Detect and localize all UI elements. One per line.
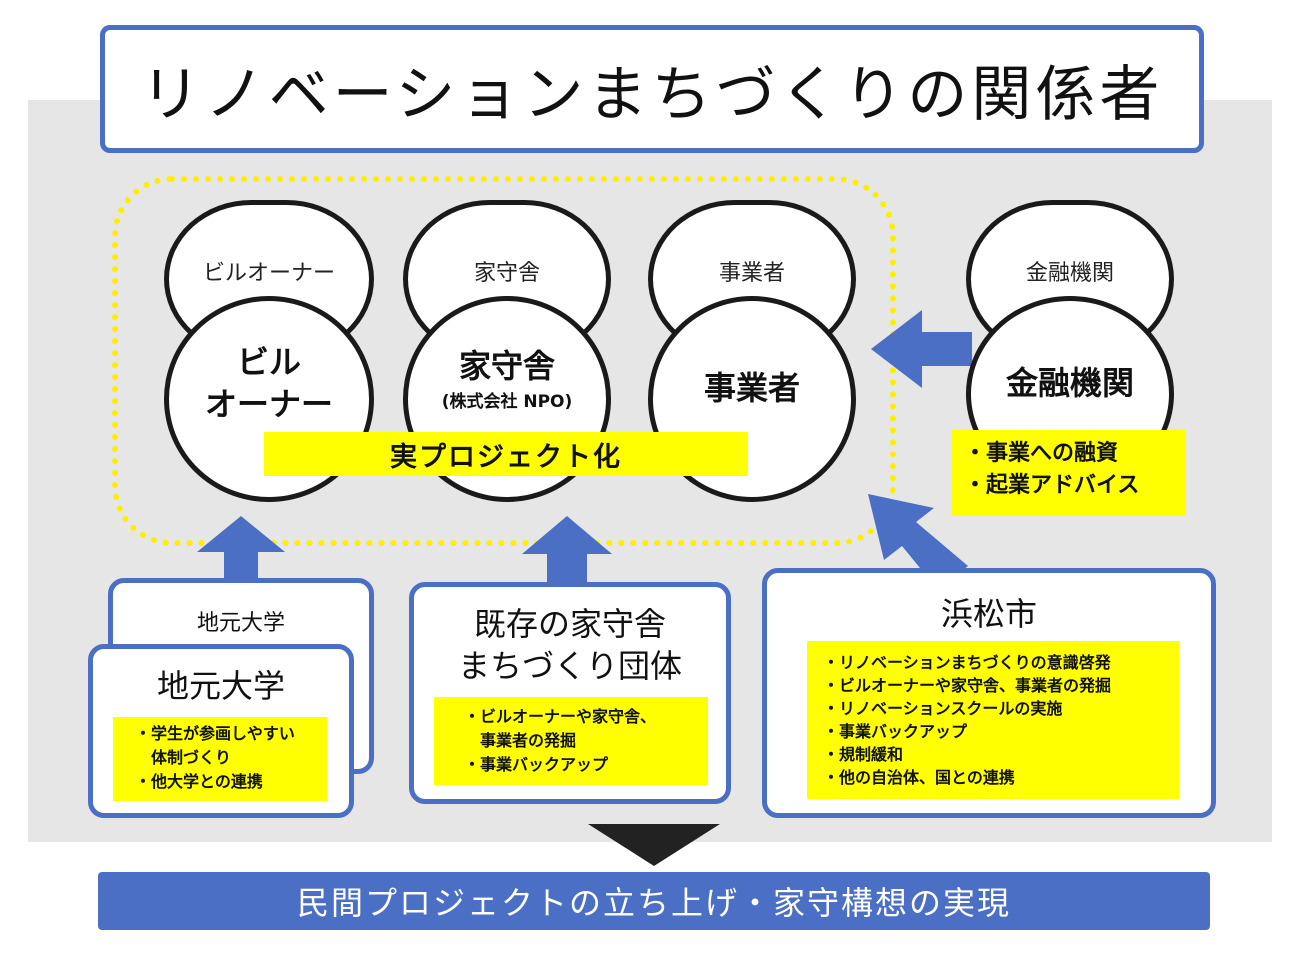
arrow-diagonal-city bbox=[868, 494, 968, 590]
page-title: リノベーションまちづくりの関係者 bbox=[140, 59, 1164, 130]
title-box: リノベーションまちづくりの関係者 bbox=[100, 25, 1204, 153]
city-note-item: ・他の自治体、国との連携 bbox=[823, 768, 1015, 787]
finance-note-item: ・起業アドバイス bbox=[964, 473, 1140, 498]
city-note-item: ・ビルオーナーや家守舎、事業者の発掘 bbox=[823, 676, 1112, 695]
existing-notes-list: ・ビルオーナーや家守舎、 事業者の発掘 ・事業バックアップ bbox=[464, 705, 708, 777]
finance-notes-box: ・事業への融資 ・起業アドバイス bbox=[952, 430, 1186, 516]
project-banner: 実プロジェクト化 bbox=[264, 432, 748, 476]
existing-notes-box: ・ビルオーナーや家守舎、 事業者の発掘 ・事業バックアップ bbox=[434, 697, 708, 785]
city-note-item: ・規制緩和 bbox=[823, 745, 904, 764]
finance-back-label: 金融機関 bbox=[1025, 261, 1114, 286]
existing-groups-title-line1: 既存の家守舎 bbox=[473, 605, 666, 643]
city-note-item: ・リノベーションまちづくりの意識啓発 bbox=[823, 653, 1111, 672]
finance-notes-list: ・事業への融資 ・起業アドバイス bbox=[964, 438, 1186, 502]
result-banner-label: 民間プロジェクトの立ち上げ・家守構想の実現 bbox=[296, 884, 1011, 922]
yamori-sub-label: (株式会社 NPO) bbox=[441, 392, 573, 413]
building-owner-back-label: ビルオーナー bbox=[202, 261, 335, 286]
existing-groups-title-line2: まちづくり団体 bbox=[457, 647, 682, 685]
university-note-item: 体制づくり bbox=[135, 748, 232, 767]
existing-note-item: 事業者の発掘 bbox=[464, 731, 577, 750]
arrow-up-university bbox=[197, 516, 285, 578]
university-notes-box: ・学生が参画しやすい 体制づくり ・他大学との連携 bbox=[113, 717, 327, 801]
business-label: 事業者 bbox=[703, 369, 800, 408]
city-note-item: ・リノベーションスクールの実施 bbox=[823, 699, 1063, 718]
building-owner-line2: オーナー bbox=[204, 385, 333, 423]
university-card: 地元大学 ・学生が参画しやすい 体制づくり ・他大学との連携 bbox=[88, 644, 354, 818]
arrow-left-finance bbox=[871, 310, 972, 388]
university-note-item: ・学生が参画しやすい bbox=[135, 724, 295, 743]
university-back-title: 地元大学 bbox=[196, 611, 285, 636]
existing-note-item: ・事業バックアップ bbox=[464, 755, 609, 774]
result-banner: 民間プロジェクトの立ち上げ・家守構想の実現 bbox=[98, 872, 1210, 930]
city-title: 浜松市 bbox=[940, 595, 1037, 633]
city-notes-list: ・リノベーションまちづくりの意識啓発 ・ビルオーナーや家守舎、事業者の発掘 ・リ… bbox=[823, 651, 1179, 789]
arrow-down-result bbox=[588, 824, 720, 866]
project-banner-label: 実プロジェクト化 bbox=[390, 441, 622, 473]
city-card: 浜松市 ・リノベーションまちづくりの意識啓発 ・ビルオーナーや家守舎、事業者の発… bbox=[762, 568, 1216, 818]
building-owner-line1: ビル bbox=[236, 343, 301, 382]
city-notes-box: ・リノベーションまちづくりの意識啓発 ・ビルオーナーや家守舎、事業者の発掘 ・リ… bbox=[807, 641, 1179, 799]
existing-groups-card: 既存の家守舎 まちづくり団体 ・ビルオーナーや家守舎、 事業者の発掘 ・事業バッ… bbox=[409, 582, 731, 804]
yamori-label: 家守舎 bbox=[458, 346, 555, 385]
university-note-item: ・他大学との連携 bbox=[135, 772, 263, 791]
finance-label: 金融機関 bbox=[1005, 364, 1134, 403]
yamori-back-label: 家守舎 bbox=[473, 261, 540, 286]
university-notes-list: ・学生が参画しやすい 体制づくり ・他大学との連携 bbox=[135, 722, 327, 794]
existing-note-item: ・ビルオーナーや家守舎、 bbox=[464, 707, 657, 726]
university-title: 地元大学 bbox=[156, 667, 285, 705]
finance-note-item: ・事業への融資 bbox=[964, 441, 1119, 466]
business-back-label: 事業者 bbox=[718, 261, 785, 286]
arrow-up-existing bbox=[522, 516, 612, 582]
city-note-item: ・事業バックアップ bbox=[823, 722, 968, 741]
